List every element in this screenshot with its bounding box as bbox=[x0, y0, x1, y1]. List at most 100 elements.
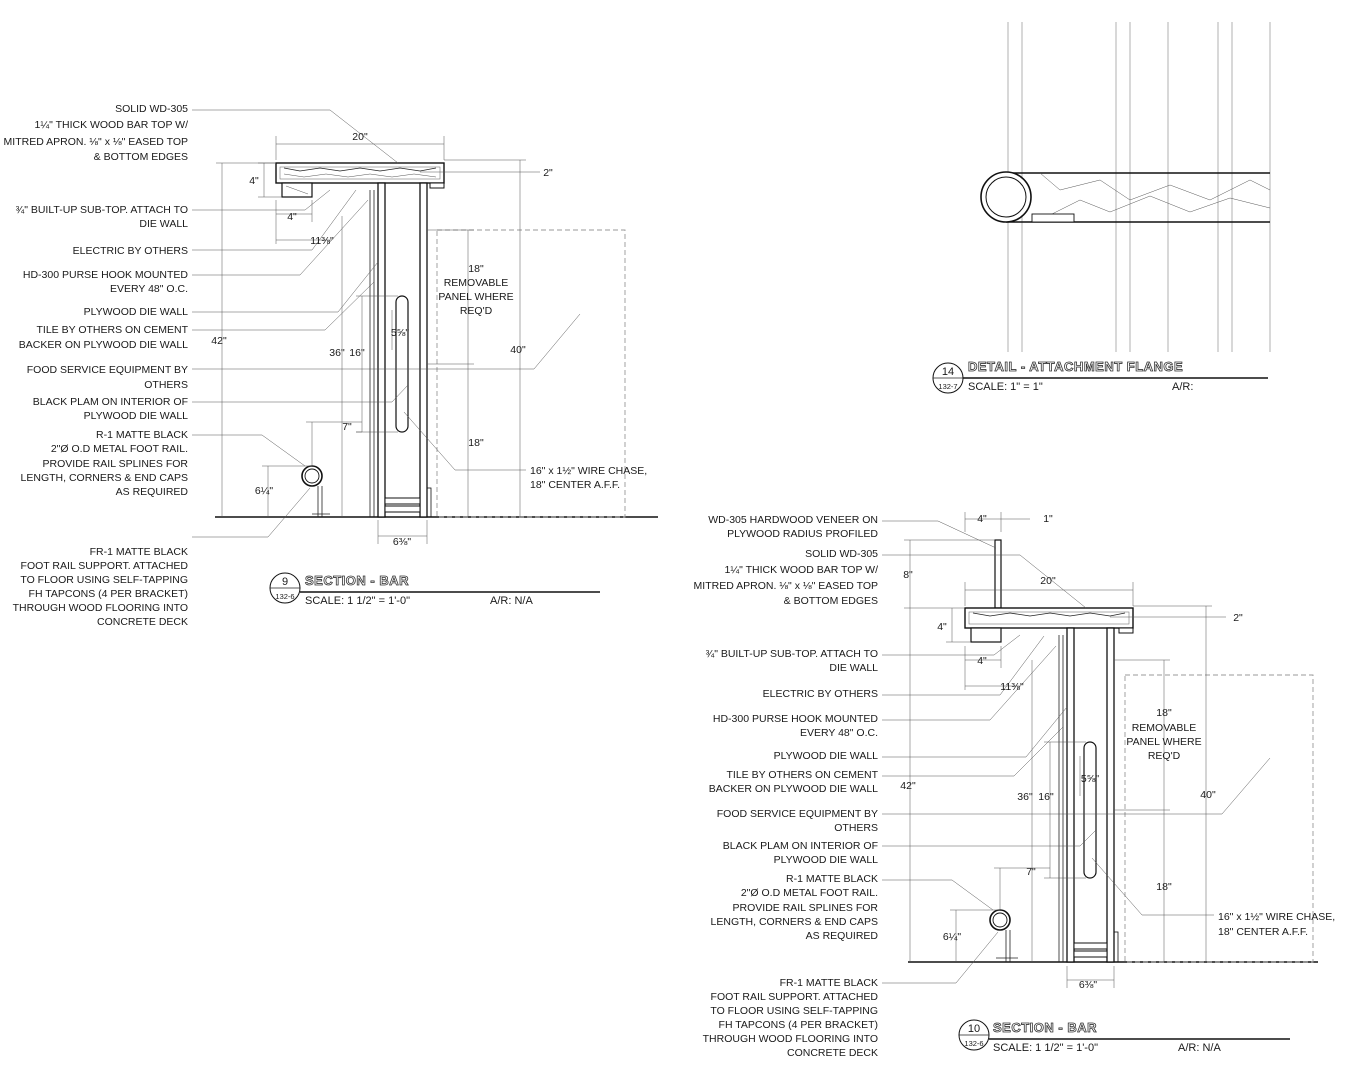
removable-panel-outline bbox=[1124, 674, 1314, 963]
section-10-label: AS REQUIRED bbox=[806, 930, 879, 942]
section-9-label: EVERY 48" O.C. bbox=[110, 283, 188, 295]
section-10-label: MITRED APRON. ⅛" x ⅛" EASED TOP bbox=[694, 580, 878, 592]
section-10-number: 10 bbox=[968, 1023, 980, 1035]
section-9-dimension: 4" bbox=[287, 211, 297, 223]
leader-lines bbox=[882, 520, 1271, 984]
section-10-label: DIE WALL bbox=[829, 662, 878, 674]
section-9-label: BLACK PLAM ON INTERIOR OF bbox=[33, 396, 188, 408]
section-9-label: & BOTTOM EDGES bbox=[94, 151, 188, 163]
section-9-label: AS REQUIRED bbox=[116, 486, 189, 498]
section-10-label: FOOD SERVICE EQUIPMENT BY bbox=[717, 808, 878, 820]
removable-panel-outline bbox=[436, 229, 626, 518]
section-9-label: PLYWOOD DIE WALL bbox=[84, 306, 189, 318]
section-10-scale: SCALE: 1 1/2" = 1'-0" bbox=[993, 1042, 1098, 1054]
section-10-dimension: 36" bbox=[1017, 791, 1033, 803]
section-9-ar: A/R: N/A bbox=[490, 595, 533, 607]
section-9-label: 1¼" THICK WOOD BAR TOP W/ bbox=[35, 119, 189, 131]
detail-14-sheet: 132-7 bbox=[938, 382, 957, 391]
dimension-lines bbox=[904, 512, 1226, 988]
section-9-label: BACKER ON PLYWOOD DIE WALL bbox=[19, 339, 188, 351]
section-10-label: PLYWOOD DIE WALL bbox=[774, 854, 879, 866]
section-9-scale: SCALE: 1 1/2" = 1'-0" bbox=[305, 595, 410, 607]
section-9-dimension: 42" bbox=[211, 335, 227, 347]
section-10-dimension: 4" bbox=[977, 655, 987, 667]
section-10-panel-line: 18" bbox=[1156, 707, 1172, 719]
section-10-dimension: 8" bbox=[903, 569, 913, 581]
section-10-label: ELECTRIC BY OTHERS bbox=[763, 688, 878, 700]
section-9-title: SECTION - BAR bbox=[305, 573, 409, 588]
section-9-dimension: 40" bbox=[510, 344, 526, 356]
section-9-dimension: 6⅜" bbox=[393, 536, 412, 548]
section-10-title-block: 10 132-6 SECTION - BAR SCALE: 1 1/2" = 1… bbox=[958, 1019, 1290, 1054]
detail-14-title: DETAIL - ATTACHMENT FLANGE bbox=[968, 359, 1183, 374]
section-10-label: BACKER ON PLYWOOD DIE WALL bbox=[709, 783, 878, 795]
section-9-label: ELECTRIC BY OTHERS bbox=[73, 245, 188, 257]
section-9-label: HD-300 PURSE HOOK MOUNTED bbox=[23, 269, 189, 281]
section-10-panel-line: REQ'D bbox=[1148, 750, 1181, 762]
section-9-dimension: 5⅝" bbox=[391, 327, 410, 339]
section-9-wire-line: 18" CENTER A.F.F. bbox=[530, 479, 620, 491]
section-10-label: FR-1 MATTE BLACK bbox=[780, 977, 878, 989]
foot-rail bbox=[989, 909, 1018, 962]
veneer-upstand bbox=[994, 539, 1002, 609]
section-9-dimension: 4" bbox=[249, 175, 259, 187]
section-10-label: THROUGH WOOD FLOORING INTO bbox=[703, 1033, 878, 1045]
section-10-dimensions: 4"1"8"20"4"2"4"11⅜"42"36"16"5⅝"7"6¼"6⅜"4… bbox=[900, 513, 1243, 991]
die-wall bbox=[1058, 627, 1119, 963]
section-10-label: PLYWOOD DIE WALL bbox=[774, 750, 879, 762]
section-9-label: FOOT RAIL SUPPORT. ATTACHED bbox=[21, 560, 189, 572]
section-10-label: LENGTH, CORNERS & END CAPS bbox=[711, 916, 878, 928]
wire-chase bbox=[395, 295, 409, 433]
section-10-wire-line: 16" x 1½" WIRE CHASE, bbox=[1218, 911, 1335, 923]
foot-rail bbox=[301, 465, 330, 517]
section-10-label: TO FLOOR USING SELF-TAPPING bbox=[710, 1005, 878, 1017]
section-9-label: FH TAPCONS (4 PER BRACKET) bbox=[29, 588, 188, 600]
section-9-label: TILE BY OTHERS ON CEMENT bbox=[37, 324, 189, 336]
rail-profile bbox=[980, 171, 1032, 223]
section-10-dimension: 11⅜" bbox=[1000, 681, 1024, 693]
section-9-label: 2"Ø O.D METAL FOOT RAIL. bbox=[51, 443, 188, 455]
section-10-label: SOLID WD-305 bbox=[805, 548, 878, 560]
section-10-wire-line: 18" CENTER A.F.F. bbox=[1218, 926, 1308, 938]
section-9-label: R-1 MATTE BLACK bbox=[96, 429, 188, 441]
section-10-label: & BOTTOM EDGES bbox=[784, 595, 878, 607]
section-9-dimension: 7" bbox=[342, 421, 352, 433]
section-9-number: 9 bbox=[282, 576, 288, 588]
section-9-label: PLYWOOD DIE WALL bbox=[84, 410, 189, 422]
section-10-label: TILE BY OTHERS ON CEMENT bbox=[727, 769, 879, 781]
section-9-label: LENGTH, CORNERS & END CAPS bbox=[21, 472, 188, 484]
section-10-label: PLYWOOD RADIUS PROFILED bbox=[727, 528, 878, 540]
section-9-dimension: 20" bbox=[352, 131, 368, 143]
section-10-label: BLACK PLAM ON INTERIOR OF bbox=[723, 840, 878, 852]
section-9-label: CONCRETE DECK bbox=[97, 616, 188, 628]
section-9-title-block: 9 132-6 SECTION - BAR SCALE: 1 1/2" = 1'… bbox=[269, 572, 600, 607]
dimension-lines bbox=[216, 136, 540, 544]
section-10-label: HD-300 PURSE HOOK MOUNTED bbox=[713, 713, 879, 725]
section-9-wire-chase-note: 16" x 1½" WIRE CHASE,18" CENTER A.F.F. bbox=[530, 465, 647, 491]
section-9-label: FOOD SERVICE EQUIPMENT BY bbox=[27, 364, 188, 376]
section-10-label: OTHERS bbox=[834, 822, 878, 834]
section-9-panel-line: REMOVABLE bbox=[444, 277, 509, 289]
section-10-dimension: 7" bbox=[1026, 866, 1036, 878]
section-10-panel-line: PANEL WHERE bbox=[1126, 736, 1201, 748]
section-10-title: SECTION - BAR bbox=[993, 1020, 1097, 1035]
detail-14-ar: A/R: bbox=[1172, 381, 1193, 393]
section-9-panel-line: 18" bbox=[468, 263, 484, 275]
section-9-label: THROUGH WOOD FLOORING INTO bbox=[13, 602, 188, 614]
section-9-label: TO FLOOR USING SELF-TAPPING bbox=[20, 574, 188, 586]
section-10-label: ¾" BUILT-UP SUB-TOP. ATTACH TO bbox=[705, 648, 878, 660]
section-10-dimension: 6¼" bbox=[943, 931, 962, 943]
section-10-dimension: 4" bbox=[937, 621, 947, 633]
section-10-label: WD-305 HARDWOOD VENEER ON bbox=[708, 514, 878, 526]
section-9-panel-line: PANEL WHERE bbox=[438, 291, 513, 303]
section-9-label: FR-1 MATTE BLACK bbox=[90, 546, 188, 558]
section-10-dimension: 20" bbox=[1040, 575, 1056, 587]
section-9-dimensions: 20"4"2"4"11⅜"42"36"16"5⅝"7"6¼"6⅜"40"18"1… bbox=[211, 131, 553, 548]
die-wall bbox=[369, 182, 432, 518]
detail-14-scale: SCALE: 1" = 1" bbox=[968, 381, 1043, 393]
section-10-dimension: 18" bbox=[1156, 881, 1172, 893]
section-10-label: PROVIDE RAIL SPLINES FOR bbox=[733, 902, 879, 914]
